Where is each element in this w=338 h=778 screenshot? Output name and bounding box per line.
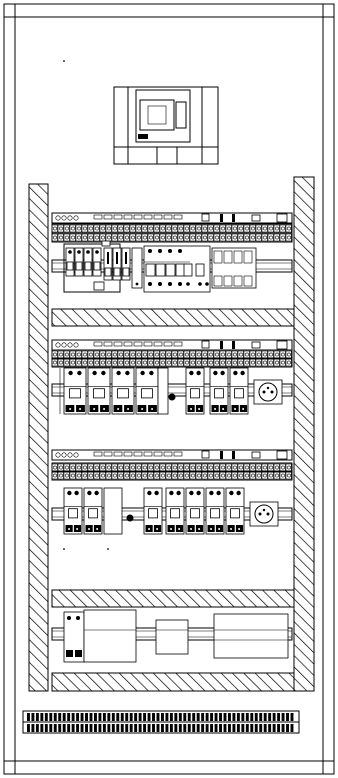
terminal-block xyxy=(51,232,293,243)
main-switch xyxy=(113,86,219,165)
left-cable-duct xyxy=(28,183,49,692)
marker-strip xyxy=(51,212,293,224)
breaker-module xyxy=(229,367,249,415)
breaker-module xyxy=(185,367,205,415)
breaker-module xyxy=(209,367,229,415)
marker-dot xyxy=(63,60,65,62)
breaker-module xyxy=(111,367,135,415)
breaker-module xyxy=(165,487,185,535)
bottom-terminal-strip xyxy=(22,710,300,734)
terminal-block xyxy=(51,470,293,481)
cabinet-frame xyxy=(3,3,335,775)
horizontal-ducts xyxy=(51,308,295,692)
terminal-block xyxy=(51,223,293,234)
breaker-module xyxy=(225,487,245,535)
row-3 xyxy=(51,449,293,550)
row-2 xyxy=(51,339,293,415)
marker-strip xyxy=(51,449,293,461)
breaker-module xyxy=(205,487,225,535)
marker-strip xyxy=(51,339,293,351)
row-1 xyxy=(51,212,293,293)
breaker-module xyxy=(143,487,163,535)
breaker-module xyxy=(83,487,103,535)
breaker-module xyxy=(87,367,111,415)
terminal-block xyxy=(51,357,293,368)
breaker-module xyxy=(185,487,205,535)
breaker-module xyxy=(135,367,159,415)
breaker-module xyxy=(63,367,87,415)
row-4 xyxy=(51,609,293,663)
breaker-module xyxy=(63,487,83,535)
socket xyxy=(249,501,279,527)
socket xyxy=(253,379,283,405)
right-cable-duct xyxy=(293,176,315,692)
